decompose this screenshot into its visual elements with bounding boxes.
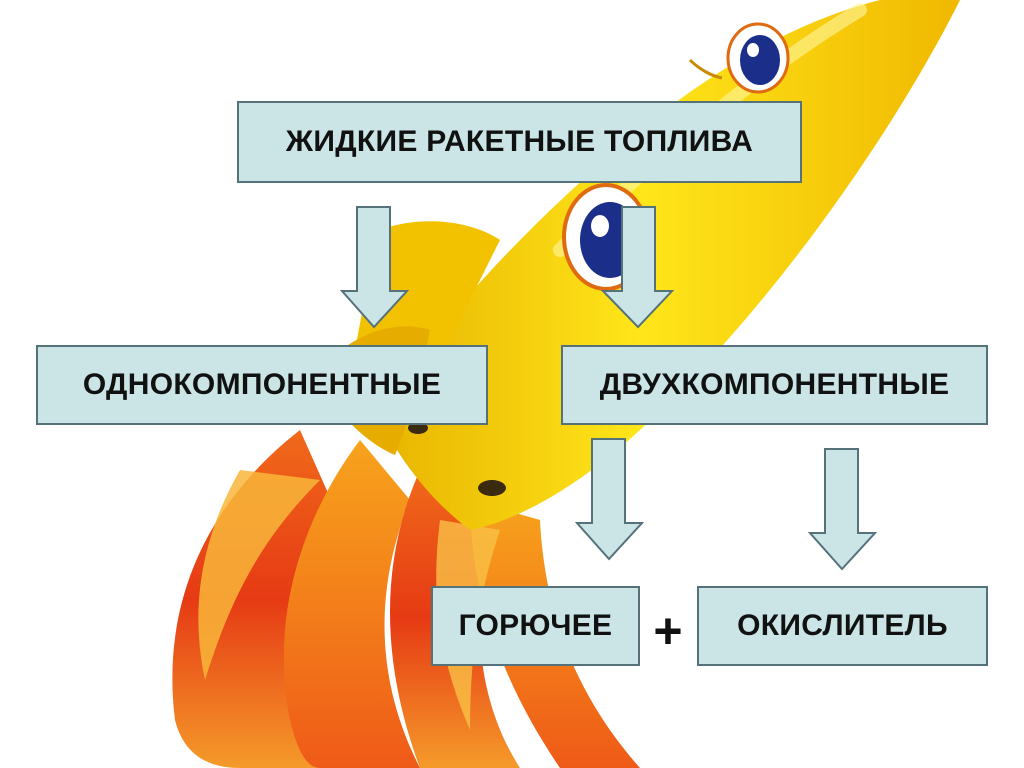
oxidizer-node: ОКИСЛИТЕЛЬ [697,586,988,666]
rocket-smile [688,58,723,80]
two-component-node: ДВУХКОМПОНЕНТНЫЕ [561,345,988,425]
rocket-eye-small [726,22,790,94]
arrow-right-to-fuel [575,438,645,561]
plus-sign: + [653,603,683,659]
fuel-node: ГОРЮЧЕЕ [431,586,640,666]
root-node: ЖИДКИЕ РАКЕТНЫЕ ТОПЛИВА [237,101,802,183]
single-component-node: ОДНОКОМПОНЕНТНЫЕ [36,345,488,425]
arrow-root-to-left [340,206,410,329]
arrow-right-to-oxidizer [808,448,878,571]
arrow-root-to-right [600,206,675,329]
flame [283,440,420,768]
flame [198,470,320,680]
